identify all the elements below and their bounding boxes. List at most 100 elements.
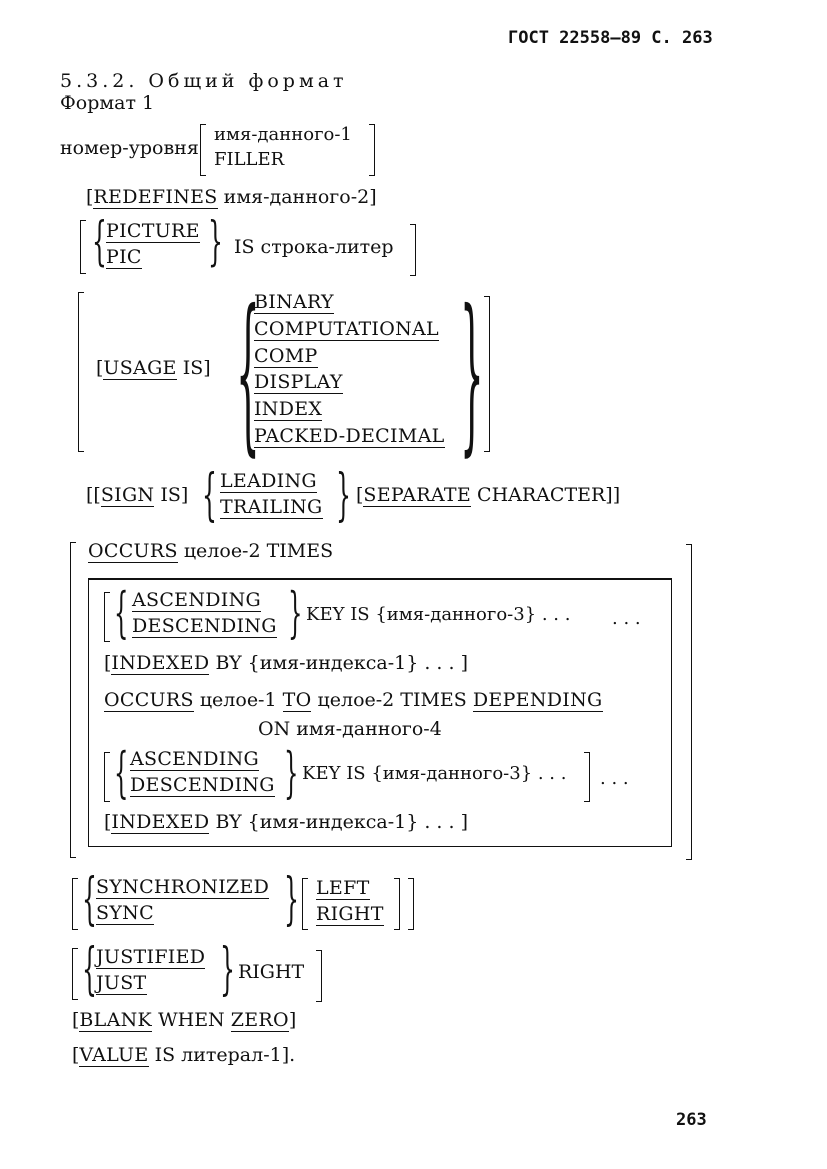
separate-clause: [SEPARATE CHARACTER]] [356, 484, 621, 507]
usage-clause: [USAGE IS] [96, 357, 211, 380]
brace-right: } [208, 212, 223, 272]
bracket-right [484, 296, 490, 452]
pic-keyword: PIC [106, 246, 142, 269]
indexed-keyword: INDEXED [111, 652, 210, 675]
sign-keyword: SIGN [100, 484, 155, 507]
redefines-keyword: REDEFINES [93, 186, 218, 209]
brace-left: { [236, 274, 260, 472]
divider [88, 578, 672, 580]
redefines-clause: [REDEFINES имя-данного-2] [86, 186, 377, 209]
occurs-keyword: OCCURS [104, 689, 194, 712]
zero-keyword: ZERO [230, 1009, 289, 1032]
ellipsis: . . . [600, 768, 629, 789]
value-clause: [VALUE IS литерал-1]. [72, 1044, 296, 1067]
is-string-literal: IS строка-литер [234, 236, 394, 258]
blank-keyword: BLANK [79, 1009, 153, 1032]
right-keyword: RIGHT [316, 903, 384, 926]
character-keyword: CHARACTER]] [477, 484, 621, 506]
synchronized-keyword: SYNCHRONIZED [96, 876, 270, 899]
data-name-1: имя-данного-1 [214, 124, 352, 145]
sync-keyword: SYNC [96, 902, 154, 925]
left-keyword: LEFT [316, 877, 370, 900]
bracket-left [80, 220, 86, 274]
key-is-clause: KEY IS {имя-данного-3} . . . [302, 763, 567, 784]
indexed-keyword: INDEXED [111, 811, 210, 834]
right-keyword: RIGHT [238, 961, 305, 983]
leading-keyword: LEADING [220, 470, 317, 493]
ascending-keyword: ASCENDING [130, 748, 260, 771]
when-keyword: WHEN [158, 1009, 225, 1031]
usage-is: IS] [182, 357, 211, 379]
indexed-clause: [INDEXED BY {имя-индекса-1} . . . ] [104, 811, 468, 834]
descending-keyword: DESCENDING [132, 615, 277, 638]
trailing-keyword: TRAILING [220, 496, 323, 519]
brace-left: { [114, 741, 129, 804]
page-number: 263 [676, 1110, 707, 1130]
sign-is: IS] [160, 484, 189, 506]
level-number: номер-уровня [60, 137, 199, 159]
occurs-depending-clause: OCCURS целое-1 TO целое-2 TIMES DEPENDIN… [104, 689, 603, 712]
ascending-keyword: ASCENDING [132, 589, 262, 612]
brace-right: } [460, 274, 484, 472]
filler-keyword: FILLER [214, 149, 285, 170]
occurs-keyword: OCCURS [88, 540, 178, 563]
brace-right: } [336, 463, 351, 528]
usage-option-index: INDEX [254, 398, 323, 421]
brace-right: } [284, 741, 299, 804]
brace-left: { [202, 463, 217, 528]
bracket-left [72, 948, 78, 1000]
bracket-left [78, 292, 84, 452]
bracket-left [302, 878, 308, 930]
page-header: ГОСТ 22558—89 С. 263 [508, 28, 713, 48]
occurs-options-box [88, 580, 672, 847]
on-data-name-4: ON имя-данного-4 [258, 718, 442, 740]
sign-clause: [[SIGN IS] [86, 484, 189, 507]
section-title: 5.3.2. Общий формат [60, 70, 348, 92]
to-keyword: TO [282, 689, 312, 712]
brace-right: } [284, 867, 299, 932]
just-keyword: JUST [96, 972, 147, 995]
picture-keyword: PICTURE [106, 220, 200, 243]
blank-when-zero-clause: [BLANK WHEN ZERO] [72, 1009, 297, 1032]
descending-keyword: DESCENDING [130, 774, 275, 797]
bracket-right [686, 544, 692, 860]
separate-keyword: SEPARATE [363, 484, 471, 507]
usage-option-binary: BINARY [254, 291, 334, 314]
value-rest: IS литерал-1]. [154, 1044, 296, 1066]
format-label: Формат 1 [60, 92, 155, 114]
redefines-rest: имя-данного-2] [223, 186, 377, 208]
occurs-rest: целое-2 TIMES [183, 540, 334, 562]
occurs-clause: OCCURS целое-2 TIMES [88, 540, 334, 563]
ellipsis: . . . [612, 608, 641, 629]
bracket-right [316, 950, 322, 1002]
depending-keyword: DEPENDING [472, 689, 603, 712]
bracket-right [410, 224, 416, 276]
key-is-clause: KEY IS {имя-данного-3} . . . [306, 604, 571, 625]
usage-option-comp: COMP [254, 345, 318, 368]
bracket-left [72, 878, 78, 930]
usage-option-display: DISPLAY [254, 371, 343, 394]
occurs-mid: целое-1 [199, 689, 277, 711]
bracket-right [584, 752, 590, 802]
bracket-right [369, 124, 375, 176]
bracket-left [200, 124, 206, 176]
brace-right: } [220, 937, 235, 1002]
bracket-left [70, 542, 76, 858]
indexed-clause: [INDEXED BY {имя-индекса-1} . . . ] [104, 652, 468, 675]
bracket-left [104, 752, 110, 802]
brace-left: { [82, 867, 97, 932]
usage-option-computational: COMPUTATIONAL [254, 318, 439, 341]
value-keyword: VALUE [79, 1044, 149, 1067]
justified-keyword: JUSTIFIED [96, 946, 206, 969]
bracket-left [104, 592, 110, 642]
bracket-right [408, 878, 414, 930]
usage-option-packed-decimal: PACKED-DECIMAL [254, 425, 445, 448]
bracket-right [394, 878, 400, 930]
brace-left: { [92, 212, 107, 272]
brace-right: } [288, 581, 303, 644]
brace-left: { [114, 581, 129, 644]
brace-left: { [82, 937, 97, 1002]
indexed-rest: BY {имя-индекса-1} . . . ] [215, 811, 468, 833]
usage-keyword: USAGE [103, 357, 177, 380]
